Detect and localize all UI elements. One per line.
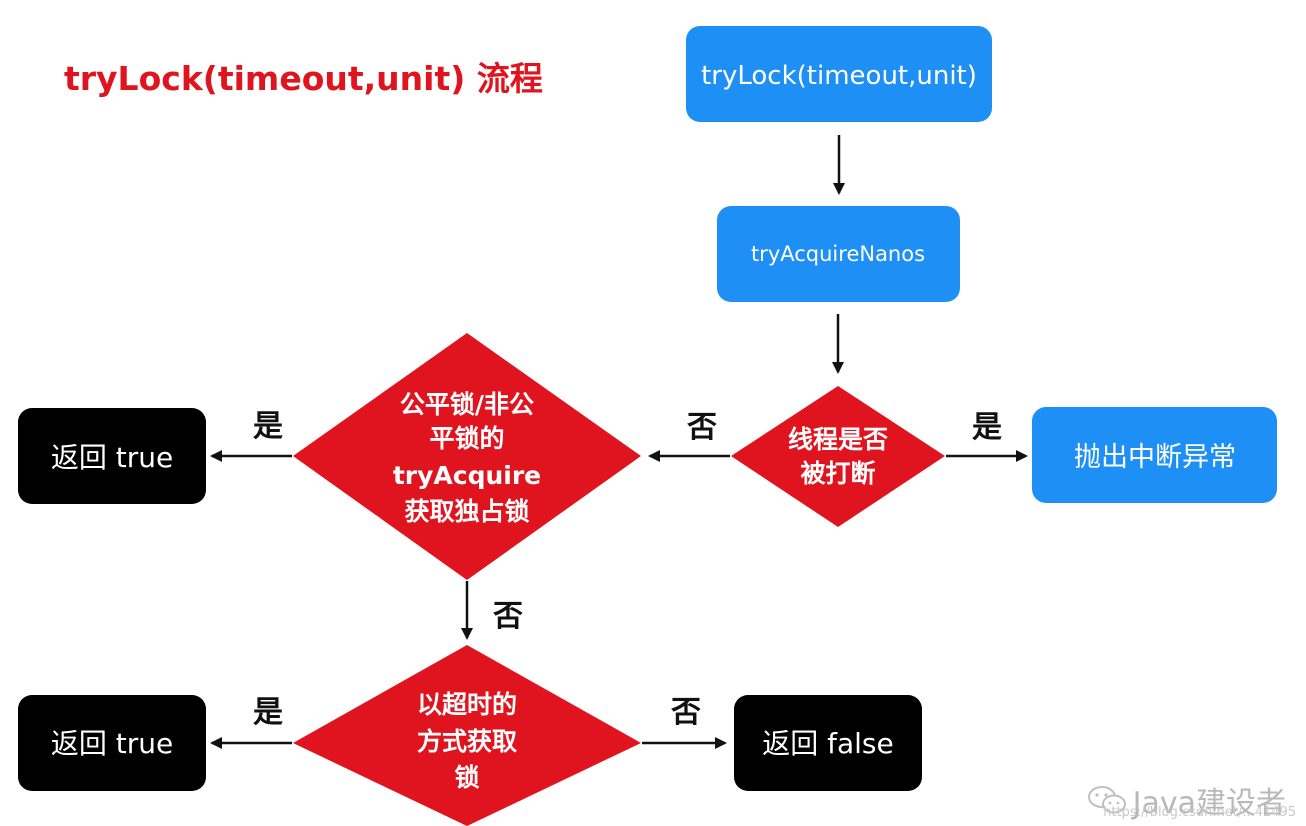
return-false-node: 返回 false [734, 695, 922, 791]
edge-label-fair-no: 否 [493, 599, 523, 634]
page-title: tryLock(timeout,unit) 流程 [64, 59, 543, 98]
try-acquire-nanos-node: tryAcquireNanos [717, 206, 960, 302]
fair-decision: 公平锁/非公 平锁的 tryAcquire 获取独占锁 [293, 333, 641, 580]
wechat-icon [1087, 786, 1126, 814]
return-true-node-1: 返回 true [18, 408, 206, 504]
interrupted-label-2: 被打断 [800, 459, 875, 488]
edge-label-interrupted-yes: 是 [972, 410, 1002, 445]
interrupted-decision: 线程是否 被打断 [731, 386, 945, 527]
return-true-node-2: 返回 true [18, 695, 206, 791]
return-true-label-1: 返回 true [51, 441, 173, 474]
start-node-label: tryLock(timeout,unit) [701, 61, 977, 91]
watermark-url: https://blog.csdn.net/...41495 [1103, 805, 1296, 820]
timeout-label-3: 锁 [454, 763, 479, 792]
return-true-label-2: 返回 true [51, 727, 173, 760]
edge-label-timeout-yes: 是 [253, 695, 283, 730]
edge-label-fair-yes: 是 [253, 409, 283, 444]
timeout-label-1: 以超时的 [417, 690, 517, 719]
interrupted-label-1: 线程是否 [788, 425, 888, 454]
throw-node: 抛出中断异常 [1032, 407, 1277, 503]
fair-label-3: tryAcquire [393, 461, 541, 490]
watermark: Java建设者 [1087, 778, 1286, 822]
throw-node-label: 抛出中断异常 [1074, 442, 1236, 473]
try-acquire-nanos-label: tryAcquireNanos [751, 242, 925, 266]
fair-label-1: 公平锁/非公 [400, 390, 534, 419]
watermark-text: Java建设者 [1132, 786, 1286, 821]
edge-label-interrupted-no: 否 [687, 410, 717, 445]
fair-label-2: 平锁的 [429, 424, 504, 453]
return-false-label: 返回 false [762, 727, 894, 760]
start-node: tryLock(timeout,unit) [686, 26, 992, 122]
timeout-decision: 以超时的 方式获取 锁 [293, 645, 641, 826]
edge-label-timeout-no: 否 [671, 695, 701, 730]
fair-label-4: 获取独占锁 [404, 497, 529, 526]
timeout-label-2: 方式获取 [417, 727, 517, 756]
